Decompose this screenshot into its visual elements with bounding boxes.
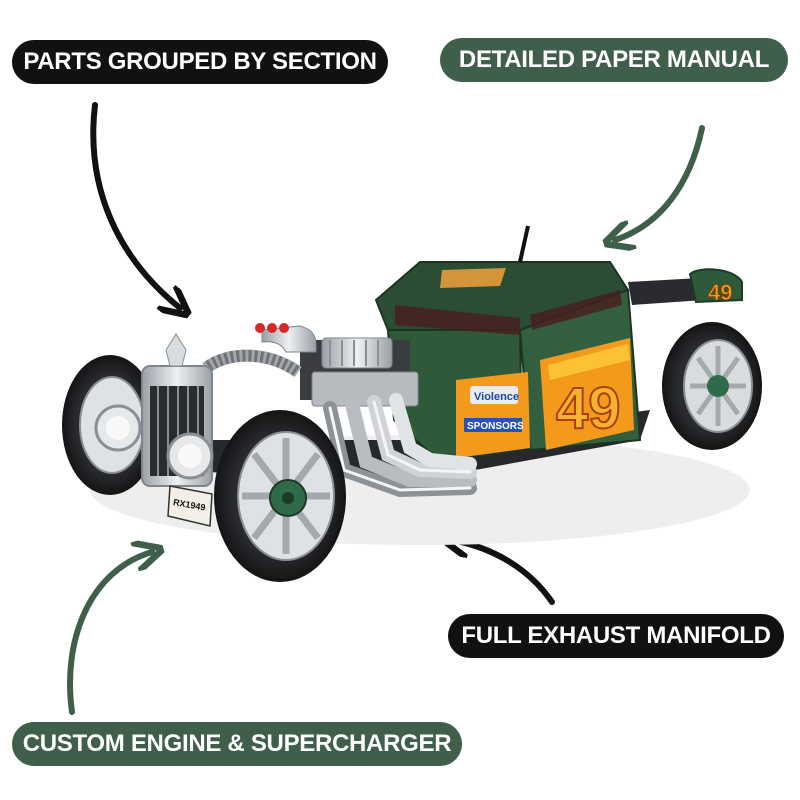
headlight-right	[166, 432, 214, 480]
door-number: 49	[556, 376, 621, 441]
decal-sponsors: SPONSORS	[467, 421, 524, 432]
exhaust-manifold	[323, 393, 477, 498]
arrow-to-exhaust	[452, 540, 555, 605]
arrow-to-cabin	[615, 125, 705, 240]
headlight-left	[94, 404, 142, 452]
engine	[202, 323, 419, 407]
front-right-wheel	[214, 410, 346, 582]
rear-wing: 49	[628, 268, 743, 305]
label-exhaust-manifold: FULL EXHAUST MANIFOLD	[448, 614, 784, 658]
arrow-to-front	[90, 102, 180, 308]
rear-right-wheel	[662, 322, 762, 450]
decal-brand: Violence	[474, 391, 519, 403]
label-engine-supercharger: CUSTOM ENGINE & SUPERCHARGER	[12, 722, 462, 766]
license-plate: RX1949	[167, 485, 213, 527]
label-paper-manual: DETAILED PAPER MANUAL	[440, 38, 788, 82]
cabin: 49 Violence SPONSORS	[374, 225, 642, 464]
arrow-to-engine	[67, 552, 152, 715]
wing-number: 49	[708, 280, 732, 305]
label-parts-grouped: PARTS GROUPED BY SECTION	[12, 40, 388, 84]
